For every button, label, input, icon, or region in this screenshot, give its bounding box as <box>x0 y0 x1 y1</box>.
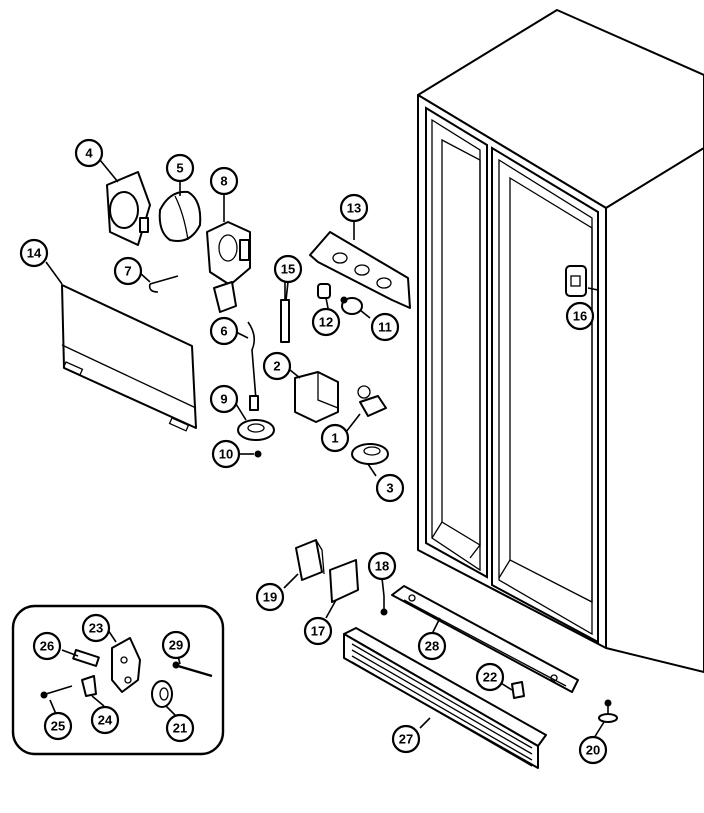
svg-text:27: 27 <box>399 732 413 747</box>
callout-14: 14 <box>19 238 49 268</box>
svg-text:25: 25 <box>51 719 65 734</box>
callout-29: 29 <box>161 630 191 660</box>
callout-11: 11 <box>370 312 400 342</box>
callout-12: 12 <box>311 307 341 337</box>
callout-4: 4 <box>74 138 104 168</box>
callout-24: 24 <box>90 705 120 735</box>
callout-19: 19 <box>255 582 285 612</box>
svg-text:28: 28 <box>425 639 439 654</box>
callout-27: 27 <box>391 724 421 754</box>
svg-text:2: 2 <box>273 359 280 374</box>
svg-text:17: 17 <box>311 624 325 639</box>
svg-text:18: 18 <box>375 559 389 574</box>
svg-text:24: 24 <box>98 713 113 728</box>
svg-text:21: 21 <box>173 721 187 736</box>
svg-text:4: 4 <box>85 146 93 161</box>
callout-2: 2 <box>262 351 292 381</box>
callout-13: 13 <box>339 193 369 223</box>
svg-text:12: 12 <box>319 315 333 330</box>
callout-8: 8 <box>209 166 239 196</box>
callout-17: 17 <box>303 616 333 646</box>
svg-text:15: 15 <box>281 262 295 277</box>
svg-text:1: 1 <box>331 431 338 446</box>
callout-9: 9 <box>209 384 239 414</box>
svg-text:29: 29 <box>169 638 183 653</box>
svg-text:14: 14 <box>27 246 42 261</box>
svg-text:20: 20 <box>586 743 600 758</box>
callout-5: 5 <box>165 153 195 183</box>
svg-text:23: 23 <box>89 621 103 636</box>
svg-text:6: 6 <box>220 324 227 339</box>
svg-text:19: 19 <box>263 590 277 605</box>
callout-7: 7 <box>113 256 143 286</box>
svg-text:10: 10 <box>219 447 233 462</box>
svg-text:7: 7 <box>124 264 131 279</box>
callout-26: 26 <box>32 631 62 661</box>
svg-text:26: 26 <box>40 639 54 654</box>
callout-6: 6 <box>209 316 239 346</box>
svg-text:5: 5 <box>176 161 183 176</box>
callout-20: 20 <box>578 735 608 765</box>
callout-16: 16 <box>565 301 595 331</box>
callout-21: 21 <box>165 713 195 743</box>
callouts: 1 2 3 4 5 6 7 8 9 10 11 12 13 14 15 16 1… <box>19 138 608 765</box>
callout-25: 25 <box>43 711 73 741</box>
svg-text:8: 8 <box>220 174 227 189</box>
callout-15: 15 <box>273 254 303 284</box>
callout-1: 1 <box>320 423 350 453</box>
svg-text:13: 13 <box>347 201 361 216</box>
svg-text:3: 3 <box>386 481 393 496</box>
callout-18: 18 <box>367 551 397 581</box>
svg-text:22: 22 <box>483 670 497 685</box>
refrigerator-cabinet <box>417 9 704 723</box>
svg-text:9: 9 <box>220 392 227 407</box>
part-drawings <box>61 171 579 769</box>
svg-text:11: 11 <box>378 320 392 335</box>
svg-text:16: 16 <box>573 309 587 324</box>
callout-3: 3 <box>375 473 405 503</box>
callout-22: 22 <box>475 662 505 692</box>
callout-23: 23 <box>81 613 111 643</box>
callout-10: 10 <box>211 439 241 469</box>
callout-28: 28 <box>417 631 447 661</box>
